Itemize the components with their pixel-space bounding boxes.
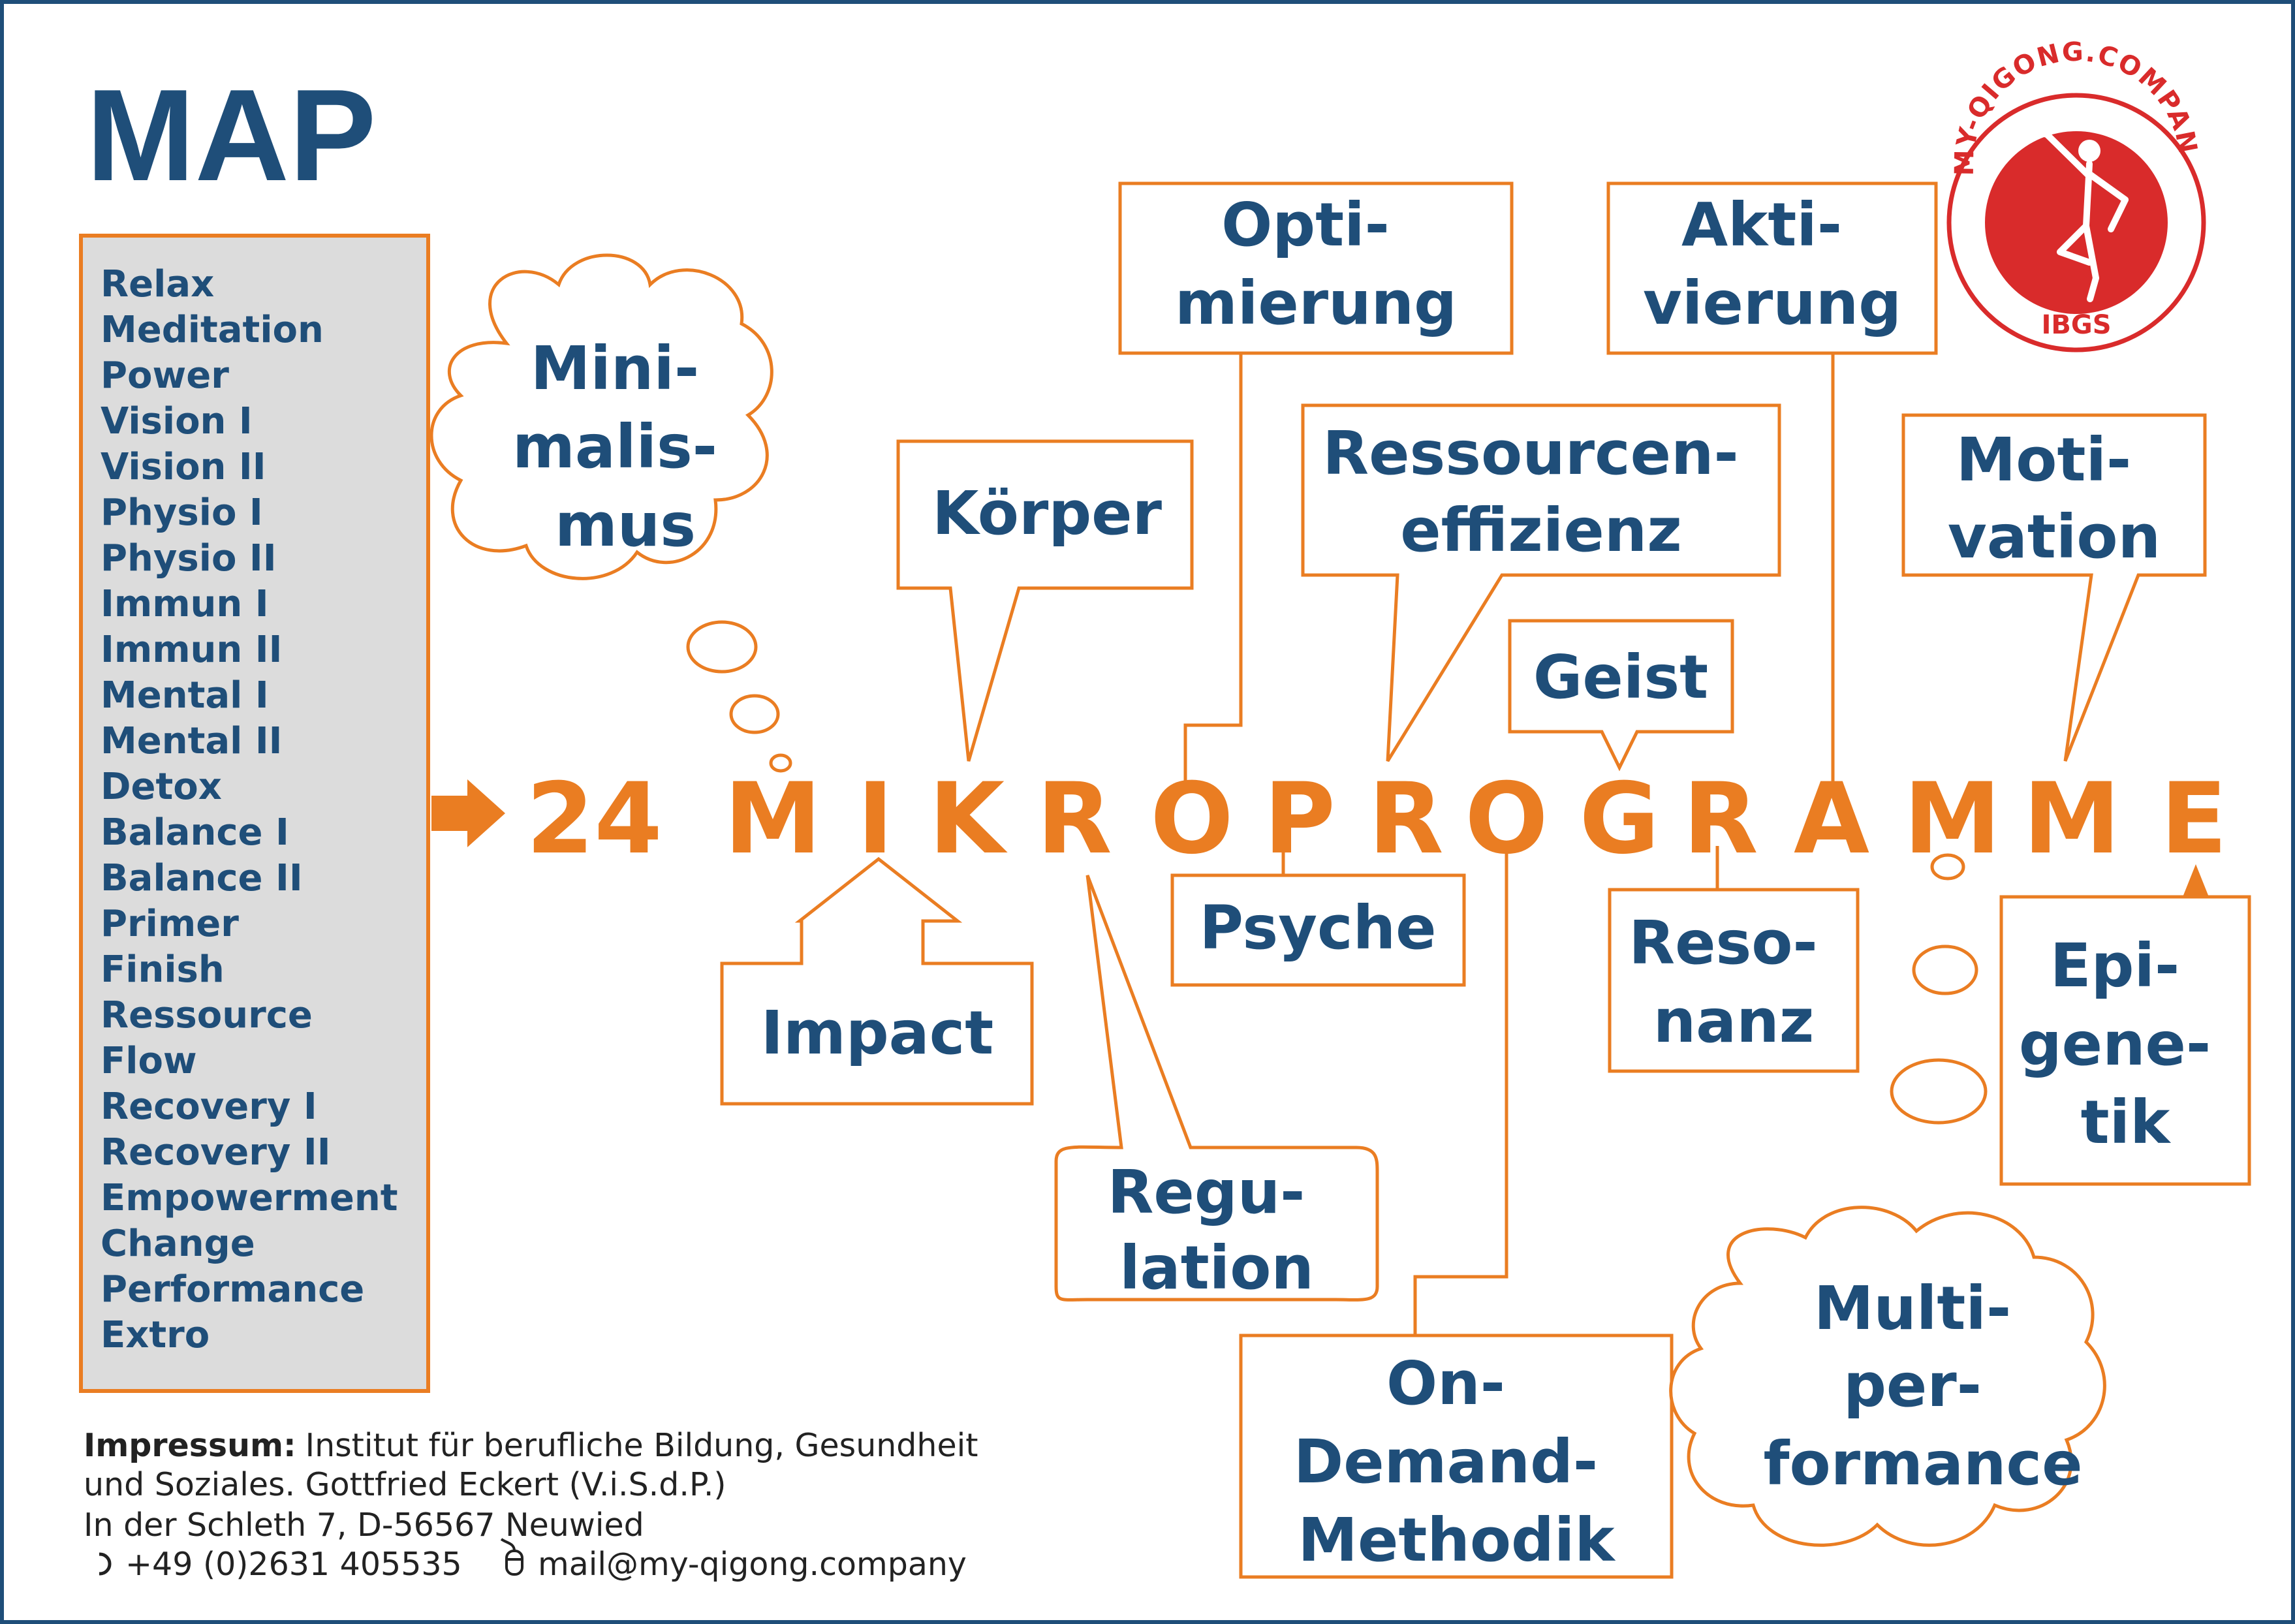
box-resonanz	[1608, 888, 1860, 1073]
program-list-item: Meditation	[101, 309, 324, 351]
main-label-letter: E	[2161, 762, 2227, 876]
program-list-item: Mental II	[101, 720, 283, 762]
box-psyche	[1170, 873, 1466, 987]
box-optimierung	[1118, 181, 1514, 355]
main-label-letter: I	[857, 762, 894, 876]
main-label-letter: R	[1683, 762, 1758, 876]
label-minimalismus: Mini- malis- mus	[512, 334, 738, 560]
program-list-item: Finish	[101, 948, 225, 991]
program-list-item: Power	[101, 354, 229, 397]
program-list-item: Vision I	[101, 400, 253, 443]
cloud-multiperformance	[1669, 1206, 2106, 1547]
main-label-letter: P	[1264, 762, 1335, 876]
impressum: Impressum:Institut für berufliche Bildun…	[84, 1427, 988, 1544]
label-resonanz: Reso- nanz	[1629, 908, 1838, 1056]
label-on-demand: On- Demand- Methodik	[1294, 1349, 1619, 1575]
epigenetik-arrow	[2183, 864, 2209, 897]
main-label-letter: O	[1150, 762, 1234, 876]
program-list-item: Balance I	[101, 811, 289, 854]
main-label-letter: K	[929, 762, 1008, 876]
connectors	[1183, 353, 1835, 1335]
bubble-regulation	[1054, 875, 1379, 1302]
connector-optimierung	[1183, 353, 1243, 784]
qigong-figure-icon	[2031, 128, 2129, 302]
program-list-box	[79, 234, 430, 1393]
label-ressourceneffizienz: Ressourcen- effizienz	[1322, 418, 1759, 565]
program-list-item: Vision II	[101, 446, 266, 488]
box-on-demand	[1239, 1334, 1674, 1579]
main-label-letter: M	[2023, 762, 2120, 876]
label-regulation: Regu- lation	[1108, 1157, 1326, 1303]
label-impact: Impact	[761, 998, 994, 1068]
box-epigenetik	[1999, 895, 2251, 1186]
program-list-item: Detox	[101, 766, 222, 808]
main-label-letter: M	[724, 762, 821, 876]
mouse-icon	[500, 1538, 523, 1576]
main-label-letter: G	[1579, 762, 1659, 876]
program-list-item: Balance II	[101, 857, 303, 899]
impressum-email[interactable]: mail@my-qigong.company	[538, 1546, 967, 1583]
list-arrow	[431, 779, 505, 847]
label-optimierung: Opti- mierung	[1175, 190, 1457, 338]
bubble-koerper	[896, 439, 1194, 762]
program-list-item: Relax	[101, 263, 214, 305]
program-list-item: Primer	[101, 903, 239, 945]
connector-on-demand	[1413, 846, 1508, 1335]
main-label-letter: R	[1368, 762, 1444, 876]
label-motivation: Moti- vation	[1948, 425, 2161, 572]
program-list-item: Performance	[101, 1268, 364, 1311]
program-list-item: Empowerment	[101, 1177, 398, 1219]
program-list-item: Extro	[101, 1314, 210, 1356]
bubble-ressourceneffizienz	[1301, 403, 1781, 762]
program-list-item: Physio II	[101, 537, 277, 580]
program-list-item: Recovery II	[101, 1131, 331, 1174]
impact-arrow-box	[720, 856, 1034, 1106]
label-multiperformance: Multi- per- formance	[1764, 1273, 2083, 1499]
program-list-item: Mental I	[101, 674, 269, 717]
phone-icon	[87, 1551, 112, 1577]
label-koerper: Körper	[932, 478, 1163, 548]
program-list-item: Physio I	[101, 492, 263, 534]
main-label-number: 24	[526, 762, 663, 876]
box-geist	[1508, 619, 1734, 772]
program-list-item: Recovery I	[101, 1085, 317, 1128]
thought-bubbles-epigenetik	[1890, 853, 1988, 1125]
label-aktivierung: Akti- vierung	[1643, 190, 1901, 338]
label-epigenetik: Epi- gene- tik	[2019, 931, 2232, 1157]
page-title: MAP	[86, 63, 376, 208]
program-list-item: Ressource	[101, 994, 313, 1037]
bubble-motivation	[1901, 413, 2207, 762]
logo-bottom-text: IBGS	[2041, 310, 2111, 340]
program-list-item: Flow	[101, 1040, 197, 1082]
program-list-item: Immun II	[101, 629, 282, 671]
impressum-phone[interactable]: +49 (0)2631 405535	[125, 1546, 462, 1583]
label-geist: Geist	[1533, 642, 1708, 712]
program-list-item: Change	[101, 1223, 255, 1265]
cloud-minimalismus	[429, 253, 792, 773]
main-label-letter: R	[1037, 762, 1112, 876]
box-aktivierung	[1606, 181, 1938, 355]
program-list-item: Immun I	[101, 583, 269, 625]
logo-inner-disc	[1985, 131, 2168, 314]
label-psyche: Psyche	[1200, 893, 1437, 963]
